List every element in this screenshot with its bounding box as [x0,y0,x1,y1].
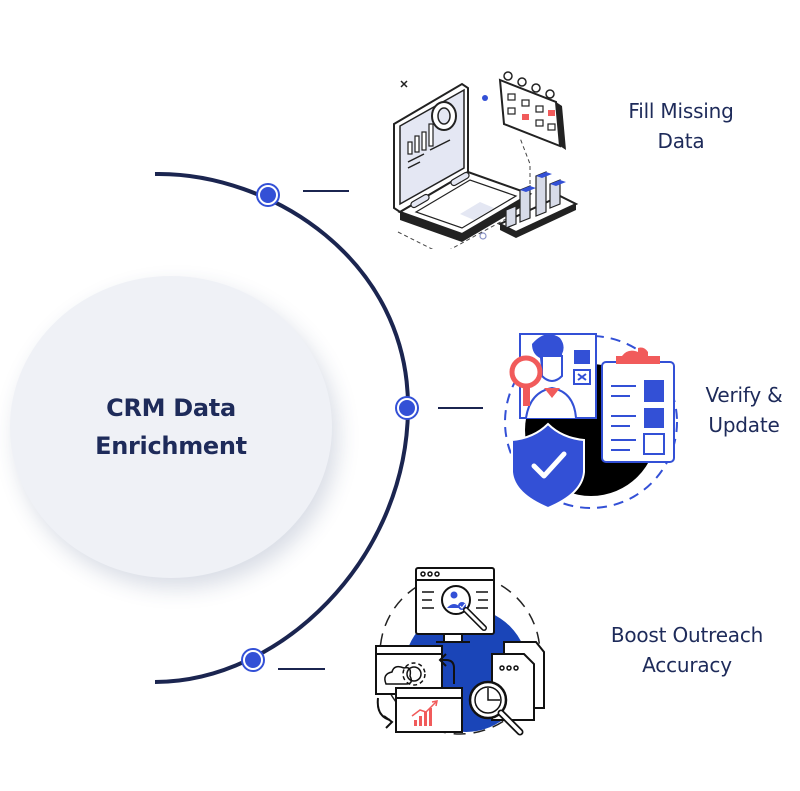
center-title: CRM Data Enrichment [95,389,247,465]
step-node-2 [395,396,419,420]
step-node-3 [241,648,265,672]
step-label-3-line-1: Boost Outreach [610,623,764,647]
step-label-verify-update: Verify & Update [692,380,796,440]
step-label-2-line-1: Verify & [705,383,783,407]
center-title-line-2: Enrichment [95,432,247,460]
step-label-3-line-2: Accuracy [642,653,732,677]
step-label-1-line-1: Fill Missing [628,99,734,123]
step-label-1-line-2: Data [657,129,705,153]
center-title-line-1: CRM Data [106,394,236,422]
step-node-1 [256,183,280,207]
step-label-fill-missing-data: Fill Missing Data [596,96,766,156]
step-label-2-line-2: Update [708,413,780,437]
verify-shield-clipboard-icon [504,333,678,510]
laptop-calendar-bar-chart-icon [393,71,579,249]
step-label-boost-outreach-accuracy: Boost Outreach Accuracy [590,620,784,680]
analytics-search-monitor-icon [375,567,545,736]
center-hub: CRM Data Enrichment [10,276,332,578]
